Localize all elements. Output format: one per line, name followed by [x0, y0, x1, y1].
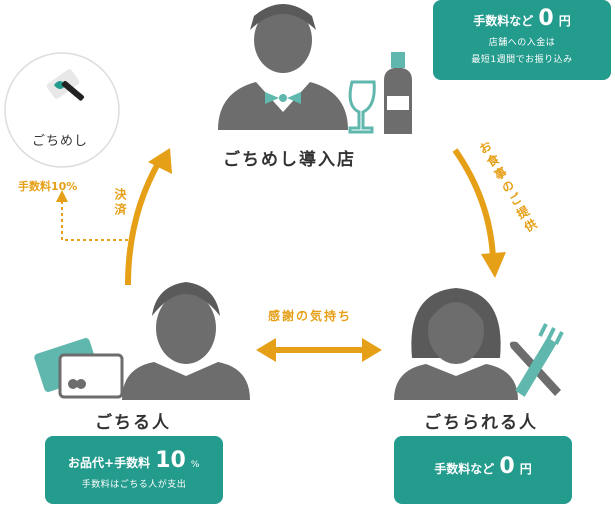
store-fee-line2: 店舗への入金は — [488, 38, 556, 48]
receiver-fee-prefix: 手数料など — [434, 462, 495, 476]
receiver-fee-suffix: 円 — [519, 462, 532, 476]
payer-fee-prefix: お品代+手数料 — [68, 456, 151, 470]
payer-label: ごちる人 — [95, 413, 171, 433]
receiver-fee-value: 0 — [499, 454, 515, 479]
gratitude-label: 感謝の気持ち — [268, 309, 353, 323]
credit-card-icon — [34, 338, 124, 399]
cutlery-icon — [509, 323, 564, 397]
store-fee-value: 0 — [538, 6, 554, 31]
payer-fee-value: 10 — [155, 448, 186, 473]
gochimeshi-logo — [4, 52, 120, 168]
store-label: ごちめし導入店 — [223, 150, 356, 170]
fee-dotted-line — [61, 196, 128, 241]
payer-fee-line2: 手数料はごちる人が支出 — [81, 480, 187, 490]
receiver-person-icon — [394, 288, 518, 400]
platform-fee-label: 手数料10% — [18, 180, 78, 193]
platform-logo-label: ごちめし — [32, 134, 89, 149]
payment-arrow — [125, 158, 163, 286]
payer-fee-suffix: % — [190, 460, 200, 470]
store-staff-icon — [218, 4, 348, 130]
store-fee-line3: 最短1週間でお振り込み — [471, 55, 573, 65]
receiver-fee-box: 手数料など 0 円 — [394, 436, 572, 504]
payment-label: 決済 — [113, 188, 127, 218]
receiver-label: ごちられる人 — [424, 413, 538, 433]
store-fee-box: 手数料など 0 円 店舗への入金は 最短1週間でお振り込み — [433, 0, 611, 80]
store-fee-prefix: 手数料など — [473, 14, 534, 28]
payer-person-icon — [122, 282, 250, 400]
serve-arrow — [452, 148, 496, 259]
payer-fee-box: お品代+手数料 10 % 手数料はごちる人が支出 — [45, 436, 223, 504]
wine-icon — [348, 52, 412, 134]
store-fee-suffix: 円 — [558, 14, 571, 28]
